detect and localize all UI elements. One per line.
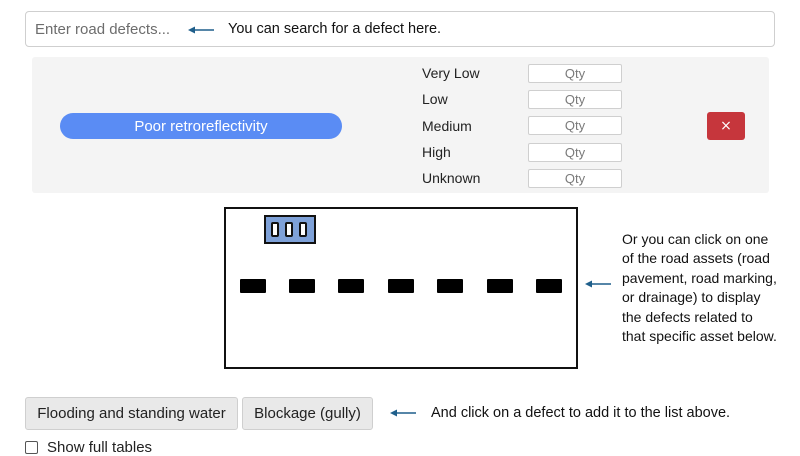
drain-slot [271, 222, 279, 237]
severity-label-low: Low [422, 91, 448, 107]
close-icon: × [720, 118, 732, 134]
defect-search-box[interactable]: You can search for a defect here. [25, 11, 775, 47]
asset-hint-line: that specific asset below. [622, 328, 777, 345]
road-marking-dash [437, 279, 463, 293]
asset-hint-line: of the road assets (road [622, 250, 770, 267]
defect-option-flooding[interactable]: Flooding and standing water [25, 397, 238, 430]
drain-slot [299, 222, 307, 237]
road-marking-dash [289, 279, 315, 293]
qty-input-unknown[interactable] [528, 169, 622, 188]
show-full-tables-checkbox[interactable] [25, 441, 38, 454]
defect-search-input[interactable] [26, 12, 195, 46]
drain-slot [285, 222, 293, 237]
road-marking-dash [536, 279, 562, 293]
defect-option-blockage-gully[interactable]: Blockage (gully) [242, 397, 373, 430]
qty-input-medium[interactable] [528, 116, 622, 135]
road-pavement-asset[interactable] [224, 207, 578, 369]
road-marking-dash [388, 279, 414, 293]
show-full-tables-toggle[interactable]: Show full tables [25, 439, 152, 456]
severity-label-medium: Medium [422, 118, 472, 134]
drainage-asset[interactable] [264, 215, 316, 244]
road-marking-dash [338, 279, 364, 293]
road-marking-asset[interactable] [240, 279, 562, 295]
asset-hint-line: Or you can click on one [622, 231, 769, 247]
arrow-left-icon [390, 409, 416, 417]
arrow-left-icon [188, 26, 214, 34]
selected-defect-panel: Poor retroreflectivity Very Low Low Medi… [32, 57, 769, 193]
defect-hint: And click on a defect to add it to the l… [431, 405, 731, 421]
asset-hint: Or you can click on one of the road asse… [622, 230, 777, 346]
remove-defect-button[interactable]: × [707, 112, 745, 140]
qty-input-high[interactable] [528, 143, 622, 162]
asset-hint-line: pavement, road marking, [622, 269, 777, 286]
road-marking-dash [487, 279, 513, 293]
severity-label-high: High [422, 144, 451, 160]
road-marking-dash [240, 279, 266, 293]
show-full-tables-label: Show full tables [47, 439, 153, 456]
selected-defect-pill[interactable]: Poor retroreflectivity [60, 113, 342, 139]
search-hint: You can search for a defect here. [228, 21, 442, 37]
qty-input-very-low[interactable] [528, 64, 622, 83]
qty-input-low[interactable] [528, 90, 622, 109]
severity-label-unknown: Unknown [422, 170, 481, 186]
asset-hint-line: or drainage) to display [622, 289, 761, 306]
arrow-left-icon [585, 280, 611, 288]
asset-hint-line: the defects related to [622, 308, 753, 325]
severity-label-very-low: Very Low [422, 65, 480, 81]
